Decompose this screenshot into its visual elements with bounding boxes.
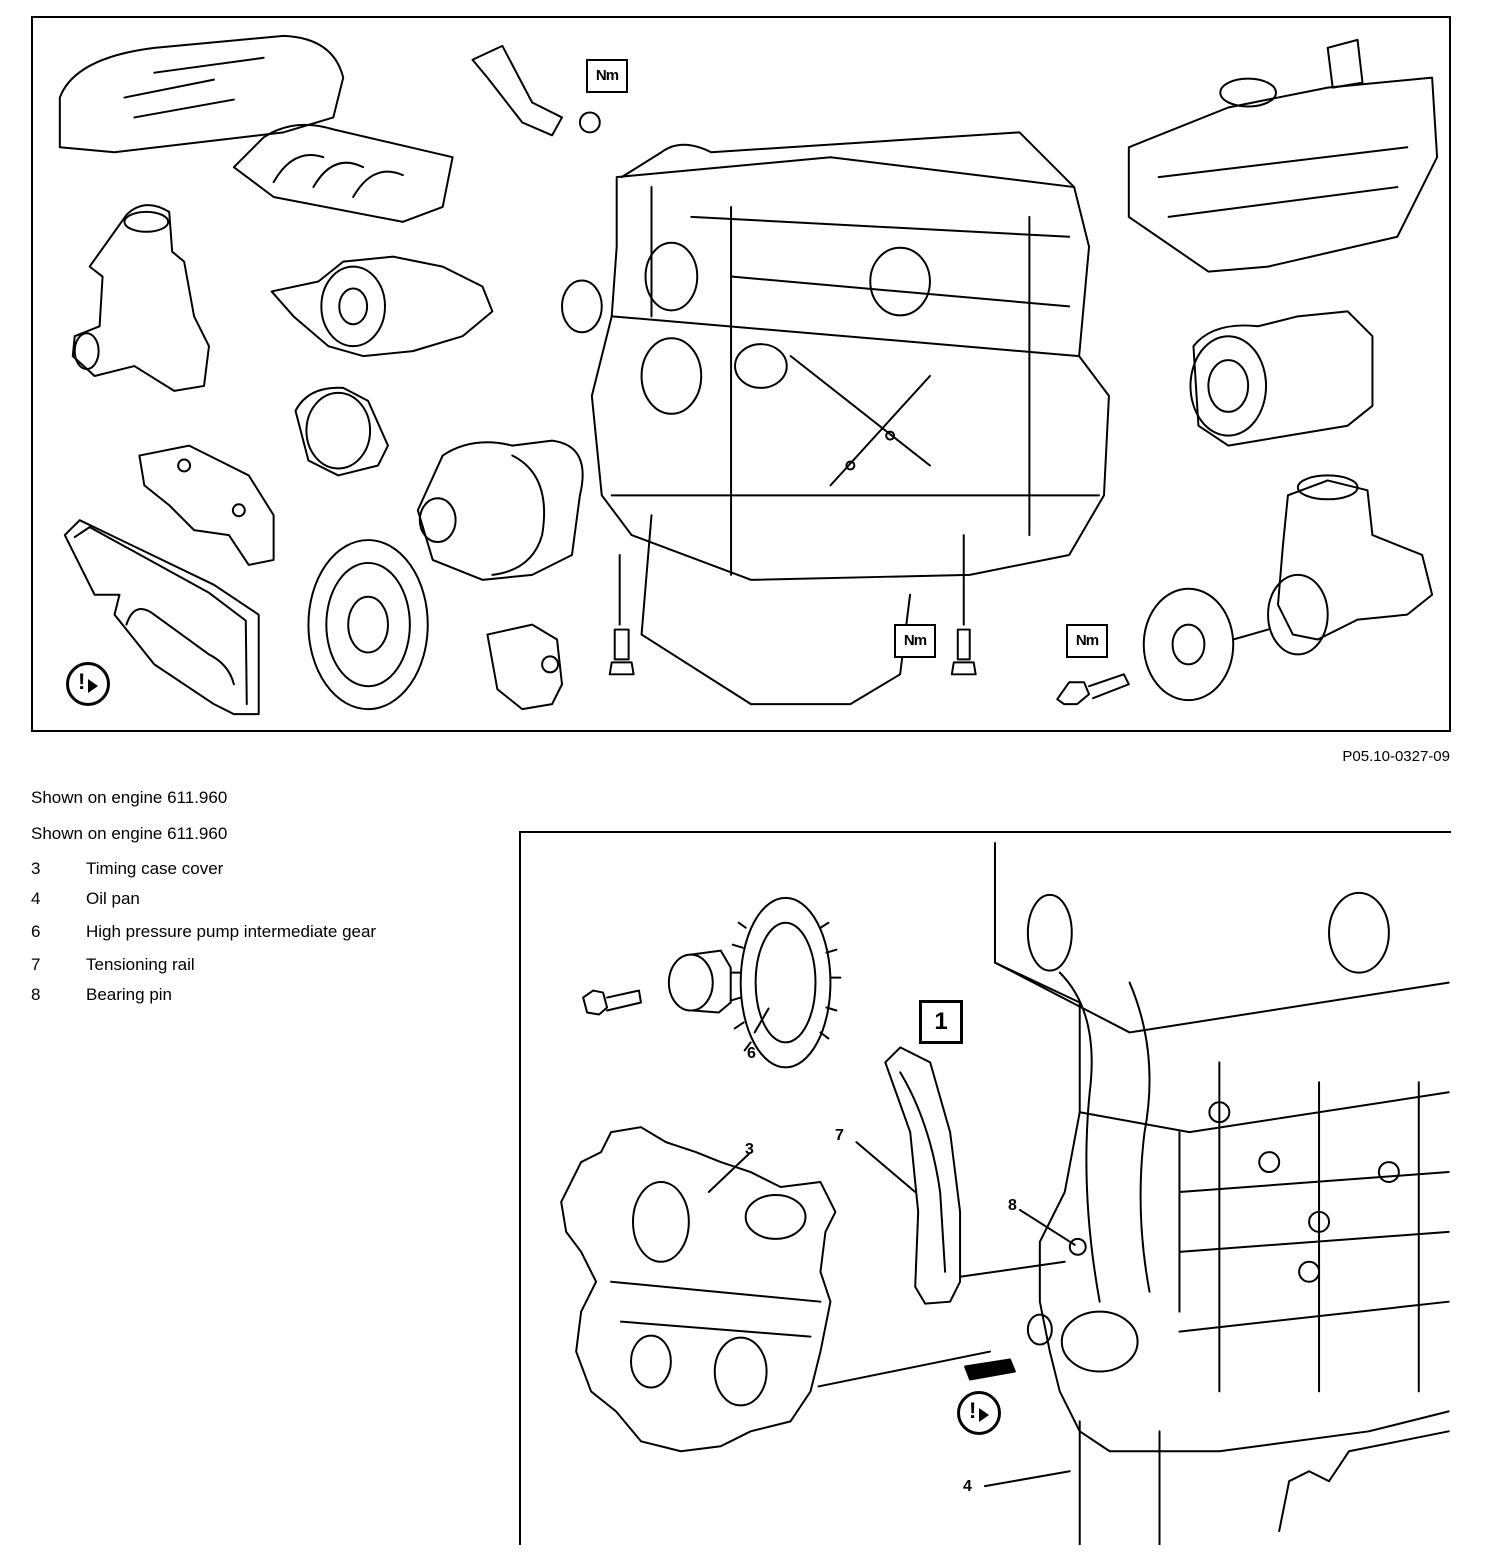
timing-case-cover-part	[560, 1126, 837, 1453]
legend-number: 6	[31, 922, 41, 941]
legend-item: 7 Tensioning rail	[31, 955, 501, 985]
vacuum-pump-part	[294, 386, 389, 477]
callout-number: 3	[745, 1141, 754, 1158]
direction-arrow-icon	[964, 1358, 1016, 1381]
detail-marker-box: 1	[919, 1000, 963, 1044]
bearing-sleeve	[667, 949, 732, 1014]
legend-item: 3 Timing case cover	[31, 859, 501, 889]
legend-number: 7	[31, 955, 41, 974]
callout-number: 6	[747, 1045, 756, 1062]
parts-legend: 3 Timing case cover 4 Oil pan 6 High pre…	[31, 859, 501, 1015]
intermediate-gear-part	[729, 896, 842, 1069]
note-symbol-icon	[957, 1391, 1001, 1435]
water-pump-part	[270, 255, 494, 358]
sensor-part	[486, 623, 563, 711]
rail-mount-line	[959, 1260, 1066, 1278]
thermostat-housing-part	[71, 204, 210, 392]
callout-line-4	[984, 1470, 1071, 1488]
vibration-damper-part	[307, 539, 429, 711]
injector-part	[471, 44, 601, 137]
callout-line-6	[753, 1007, 770, 1034]
cylinder-head-cover-part	[1127, 38, 1439, 273]
legend-item: 8 Bearing pin	[31, 985, 501, 1015]
engine-block-detail-part	[993, 841, 1450, 1545]
legend-label: Oil pan	[86, 889, 140, 908]
legend-label: Tensioning rail	[86, 955, 195, 974]
torque-nm-symbol: Nm	[586, 59, 628, 93]
power-steering-pump-part	[1267, 474, 1434, 656]
bearing-pin-part	[1068, 1237, 1087, 1256]
legend-label: Timing case cover	[86, 859, 224, 878]
engine-cover-part	[58, 34, 345, 154]
tensioning-rail-part	[884, 1046, 962, 1305]
pulley-part	[1142, 587, 1270, 702]
legend-item: 6 High pressure pump intermediate gear	[31, 919, 501, 955]
callout-number: 8	[1008, 1197, 1017, 1214]
note-symbol-icon	[66, 662, 110, 706]
oil-pan-bolt-left	[608, 553, 635, 676]
legend-item: 4 Oil pan	[31, 889, 501, 919]
callout-line-7	[855, 1141, 917, 1193]
torque-nm-symbol: Nm	[1066, 624, 1108, 658]
timing-case-detail-drawing	[560, 841, 1450, 1545]
engine-exploded-drawing	[58, 34, 1439, 716]
ac-compressor-part	[1189, 310, 1374, 447]
oil-pan-bolt-right	[950, 534, 977, 676]
bracket-part	[138, 444, 275, 566]
intake-manifold-part	[232, 123, 454, 223]
cover-mount-line	[817, 1350, 991, 1388]
engine-caption: Shown on engine 611.960	[31, 788, 228, 807]
pulley-bolt	[1056, 673, 1130, 706]
engine-exploded-view: Nm Nm Nm	[31, 16, 1451, 732]
legend-label: High pressure pump intermediate gear	[86, 922, 377, 941]
poly-v-belt-part	[63, 519, 260, 716]
legend-number: 4	[31, 889, 41, 908]
callout-number: 4	[963, 1478, 972, 1495]
engine-caption: Shown on engine 611.960	[31, 824, 228, 843]
timing-case-detail-view: 1 6 7 3 8 4	[519, 831, 1451, 1545]
callout-line-3	[707, 1153, 750, 1193]
legend-label: Bearing pin	[86, 985, 173, 1004]
legend-number: 3	[31, 859, 41, 878]
figure-reference-number: P05.10-0327-09	[1342, 748, 1450, 765]
engine-block-part	[561, 131, 1110, 706]
callout-number: 7	[835, 1127, 844, 1144]
legend-number: 8	[31, 985, 41, 1004]
torque-nm-symbol: Nm	[894, 624, 936, 658]
gear-bolt	[582, 989, 642, 1016]
alternator-part	[416, 439, 584, 581]
